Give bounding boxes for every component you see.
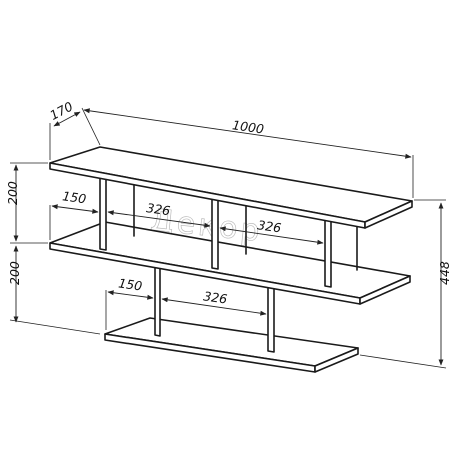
middle-board [49, 221, 411, 305]
dim-lower-cell-label: 326 [202, 288, 228, 306]
dim-depth-label: 170 [47, 98, 75, 122]
dim-total-height-label: 448 [437, 261, 450, 285]
dim-lower-side-cell-label: 150 [117, 275, 143, 293]
bottom-board [104, 317, 359, 373]
top-board [49, 146, 413, 229]
dim-height-lower-label: 200 [7, 261, 22, 285]
dim-upper-cell-1-label: 326 [145, 200, 171, 218]
dim-height-upper-label: 200 [5, 181, 20, 205]
dim-width-label: 1000 [231, 117, 265, 136]
dimension-lines [9, 107, 447, 369]
dim-upper-side-cell-label: 150 [61, 188, 87, 206]
dim-upper-cell-2-label: 326 [256, 217, 282, 235]
shelf-body [49, 146, 413, 373]
